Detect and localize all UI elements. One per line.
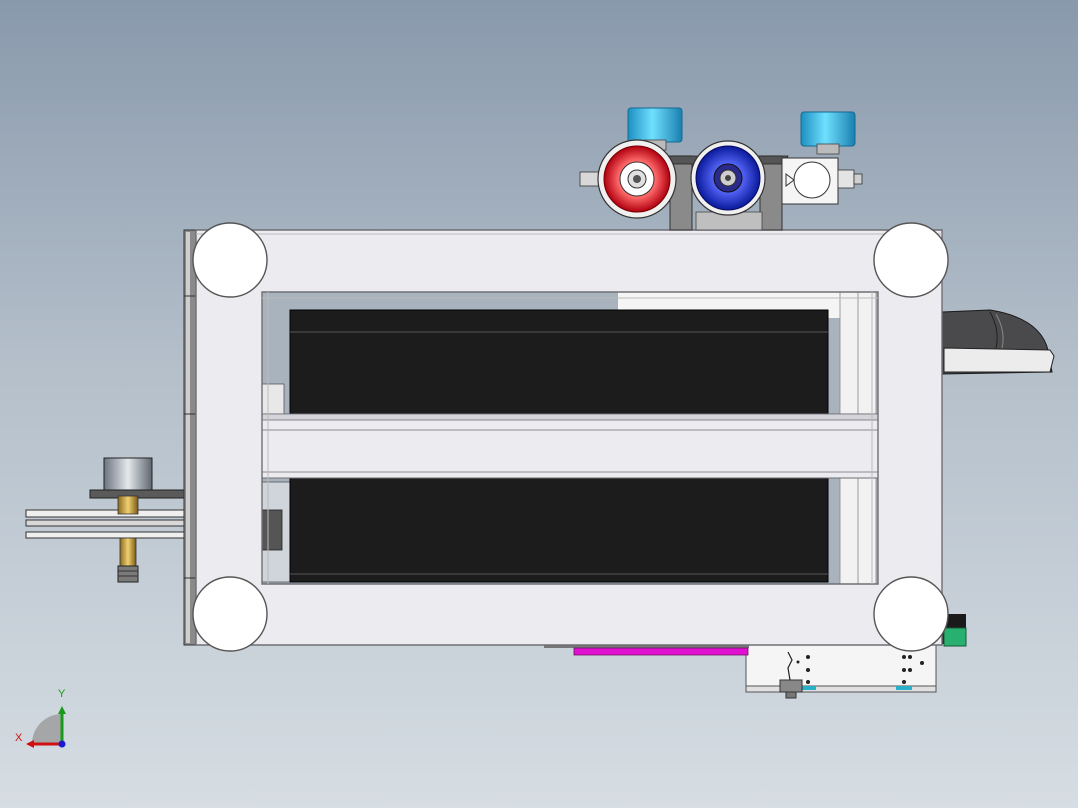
fitting-supports[interactable] xyxy=(663,155,789,231)
white-valve[interactable] xyxy=(781,157,863,205)
blue-fitting[interactable] xyxy=(690,140,766,216)
pulley-assembly[interactable] xyxy=(25,457,189,583)
upper-dark-panel[interactable] xyxy=(289,309,829,417)
triad-x-label: X xyxy=(15,732,23,744)
pink-strip[interactable] xyxy=(544,644,749,656)
corner-node-top-left[interactable] xyxy=(192,222,268,298)
lower-dark-panel[interactable] xyxy=(289,477,829,583)
gauge-cap-right-icon[interactable] xyxy=(800,111,856,155)
outer-frame[interactable] xyxy=(195,229,943,646)
controller-bracket[interactable] xyxy=(745,614,967,699)
red-fitting[interactable] xyxy=(579,139,677,219)
corner-node-bottom-left[interactable] xyxy=(192,576,268,652)
corner-node-top-right[interactable] xyxy=(873,222,949,298)
triad-y-label: Y xyxy=(58,688,66,700)
center-rail[interactable] xyxy=(261,413,879,479)
left-end-plate[interactable] xyxy=(183,229,197,646)
corner-node-bottom-right[interactable] xyxy=(873,576,949,652)
coordinate-triad xyxy=(26,706,66,748)
side-hood[interactable] xyxy=(941,309,1055,375)
